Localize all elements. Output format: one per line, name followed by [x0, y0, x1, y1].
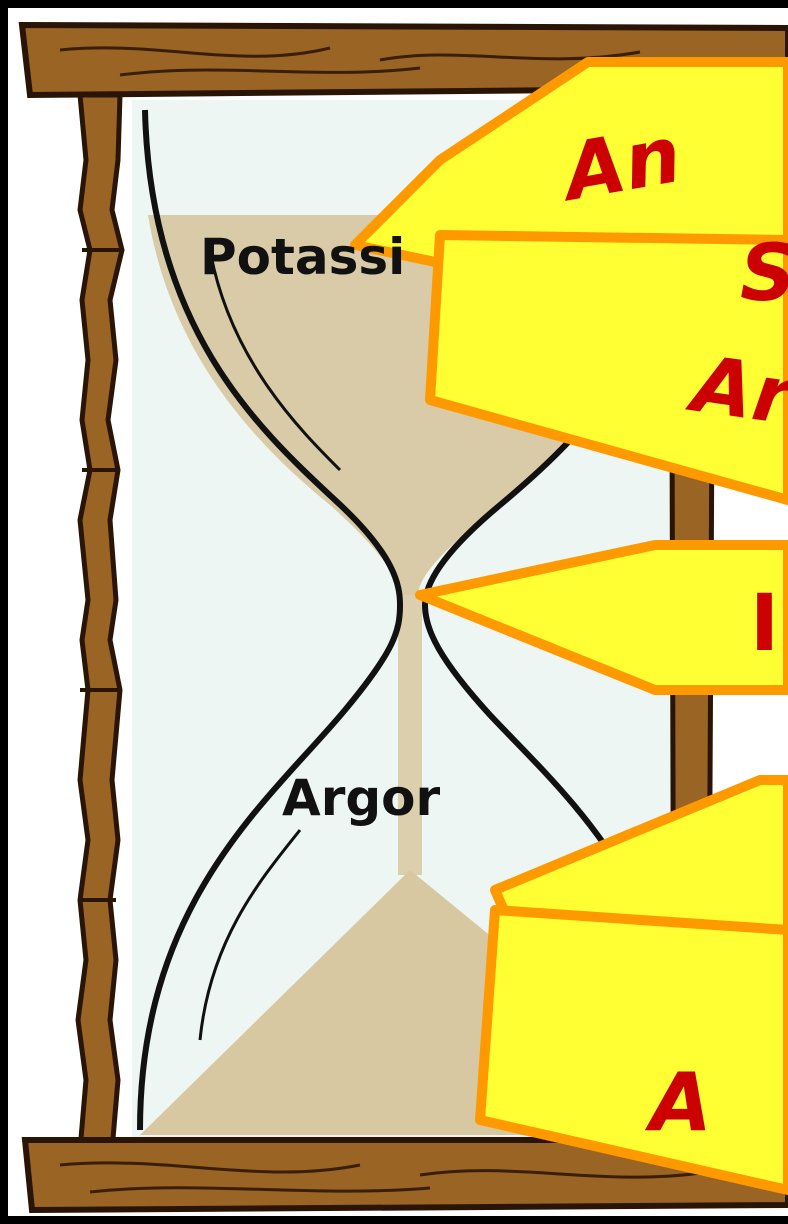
- sand-stream: [398, 595, 422, 875]
- callout-4-text: I: [750, 579, 779, 669]
- callout-3-text: Ar: [681, 339, 788, 443]
- label-potassium: Potassi: [200, 232, 405, 282]
- label-argon: Argor: [282, 773, 440, 823]
- callout-2-text: S: [740, 229, 788, 319]
- callout-6-text: A: [644, 1056, 712, 1149]
